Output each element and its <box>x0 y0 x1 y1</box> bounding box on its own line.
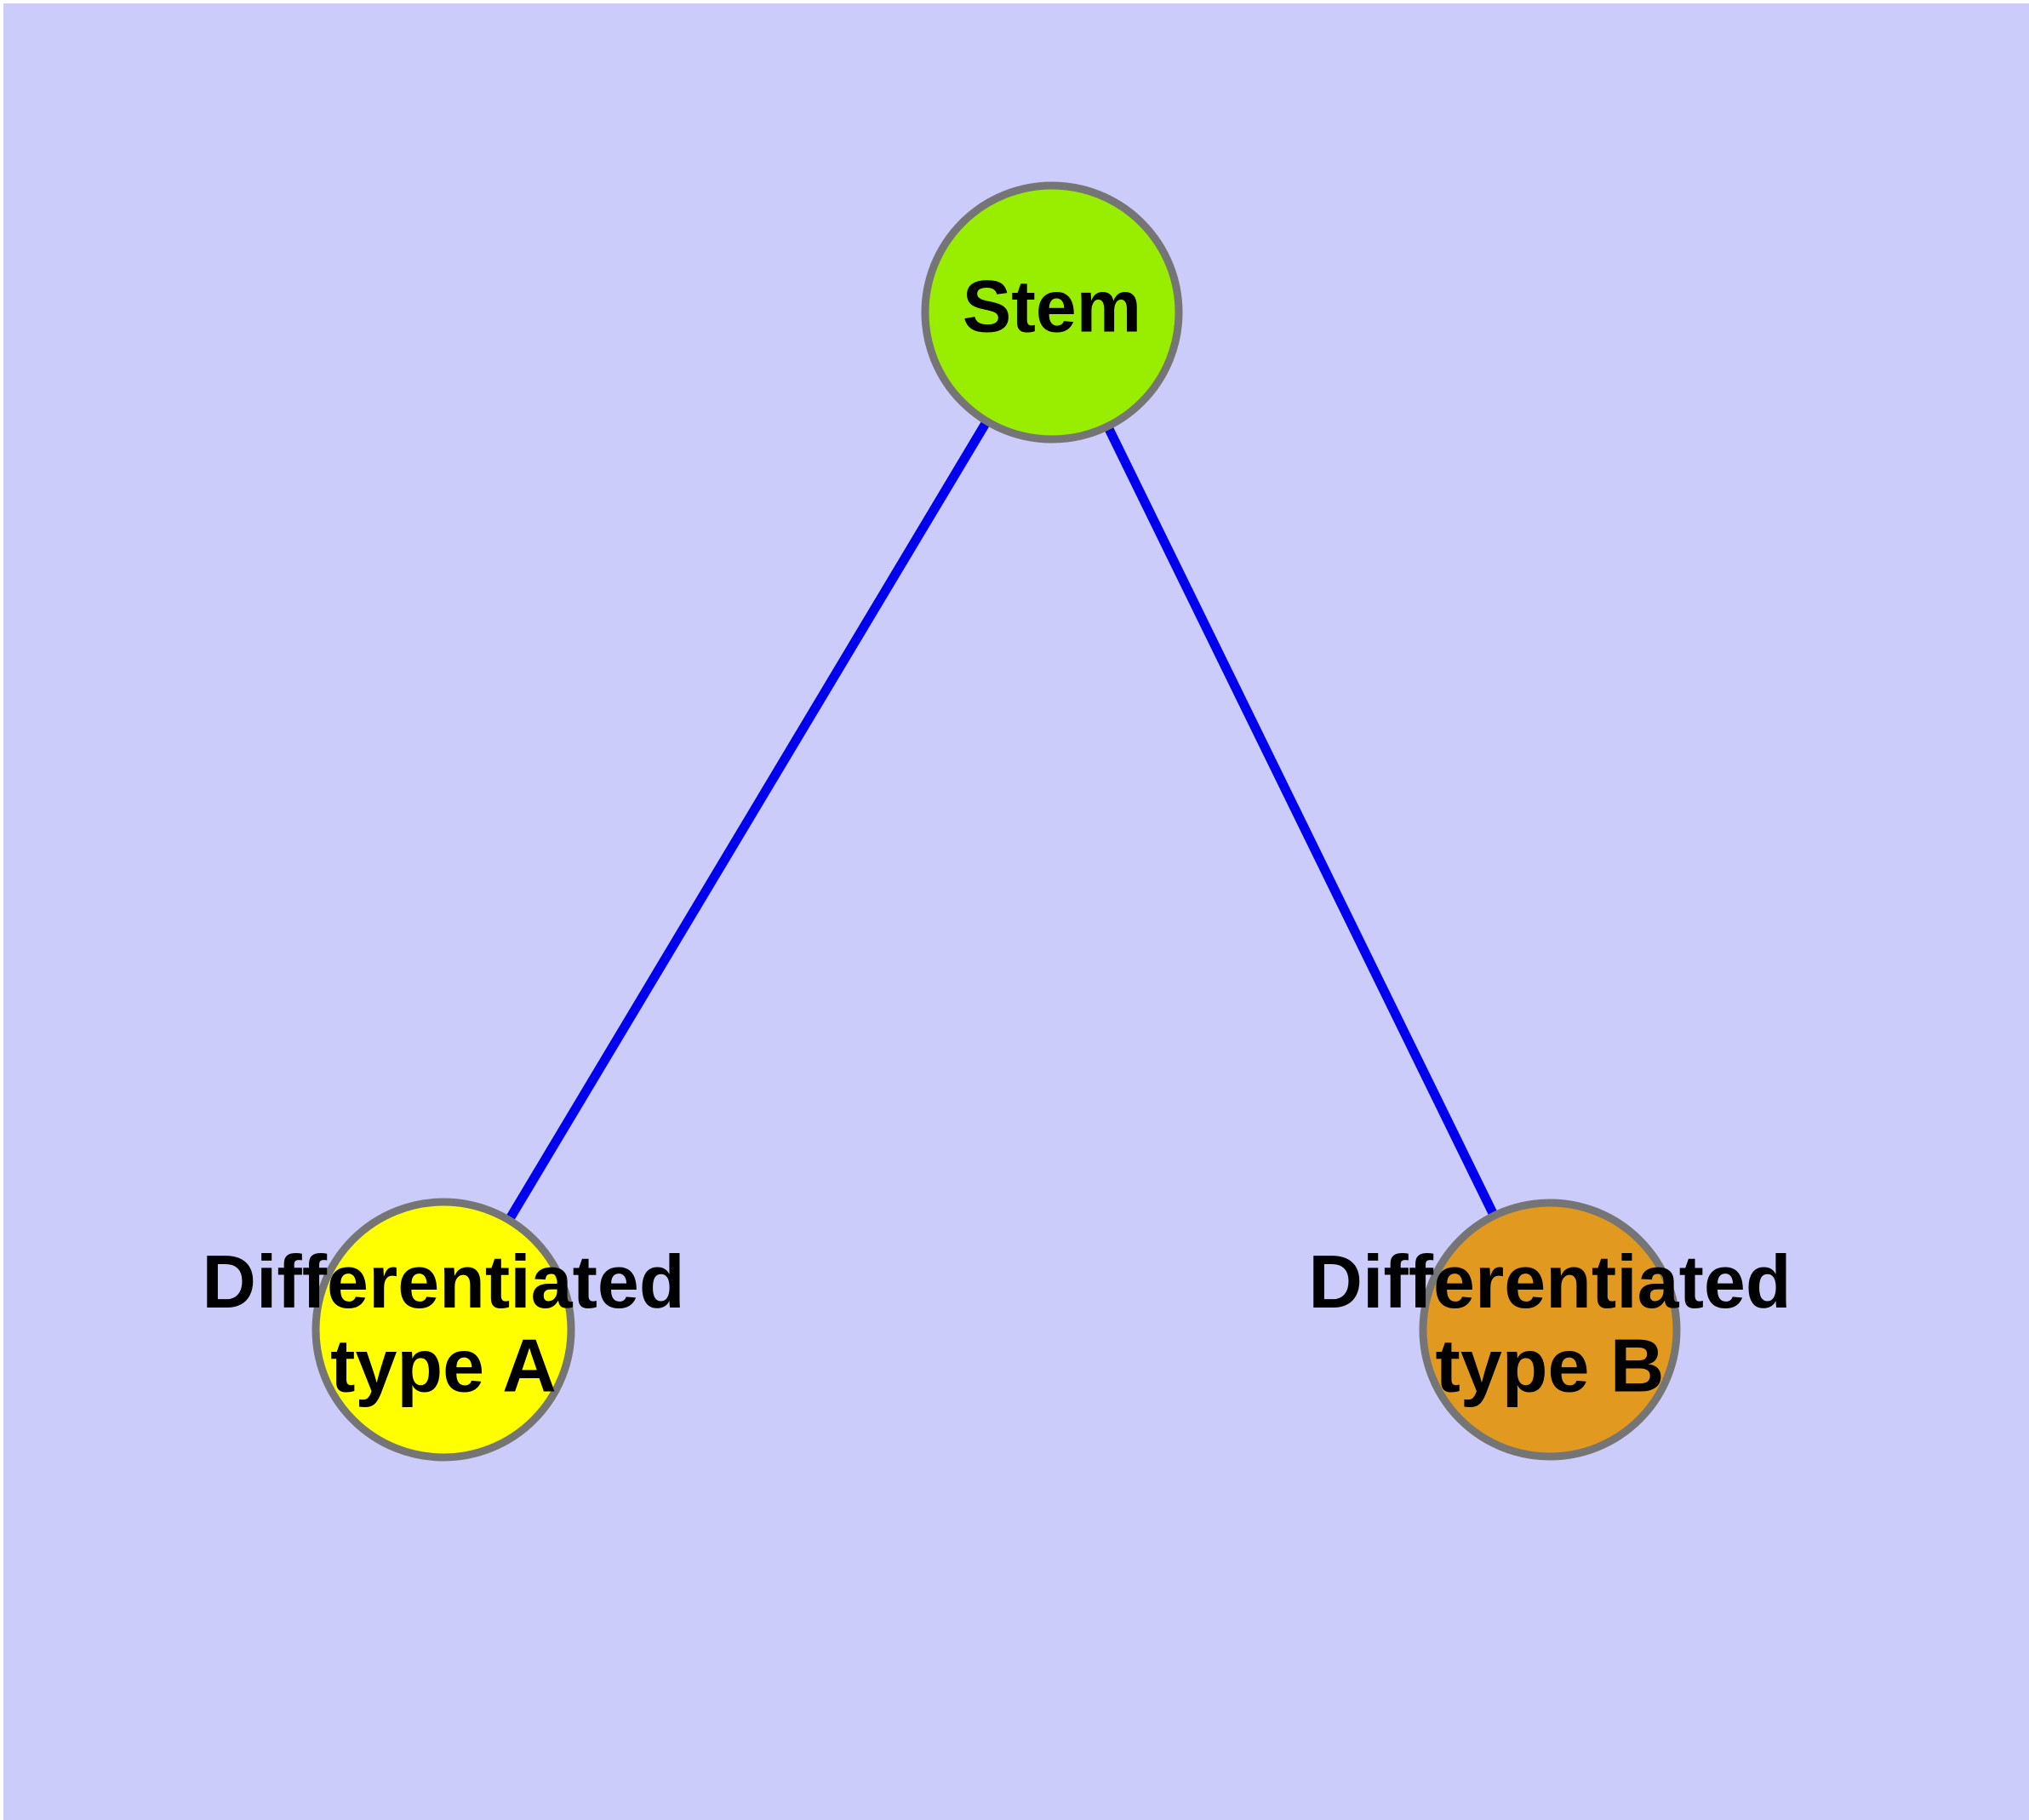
stem-node-circle[interactable] <box>921 181 1183 444</box>
edge-stem-to-differentiated-a[interactable] <box>503 415 993 1226</box>
differentiated-type-b-label-line-1: Differentiated <box>1308 1239 1791 1324</box>
differentiated-type-b-node-circle[interactable] <box>1419 1199 1681 1461</box>
node-differentiated-type-b[interactable] <box>1419 1199 1681 1461</box>
stem-node-label: Stem <box>963 266 1141 348</box>
labels-layer: Stem Differentiated type A Differentiate… <box>202 266 1791 1408</box>
nodes-layer <box>311 181 1681 1462</box>
node-stem[interactable] <box>921 181 1183 444</box>
node-differentiated-type-a[interactable] <box>311 1198 575 1462</box>
edge-stem-to-differentiated-b[interactable] <box>1101 421 1500 1222</box>
differentiated-type-b-label-line-2: type B <box>1436 1324 1665 1408</box>
edges-layer <box>503 415 1500 1226</box>
differentiated-type-a-node-circle[interactable] <box>311 1198 575 1462</box>
differentiated-type-a-label-line-2: type A <box>330 1324 557 1408</box>
differentiated-type-a-label-line-1: Differentiated <box>202 1239 684 1324</box>
